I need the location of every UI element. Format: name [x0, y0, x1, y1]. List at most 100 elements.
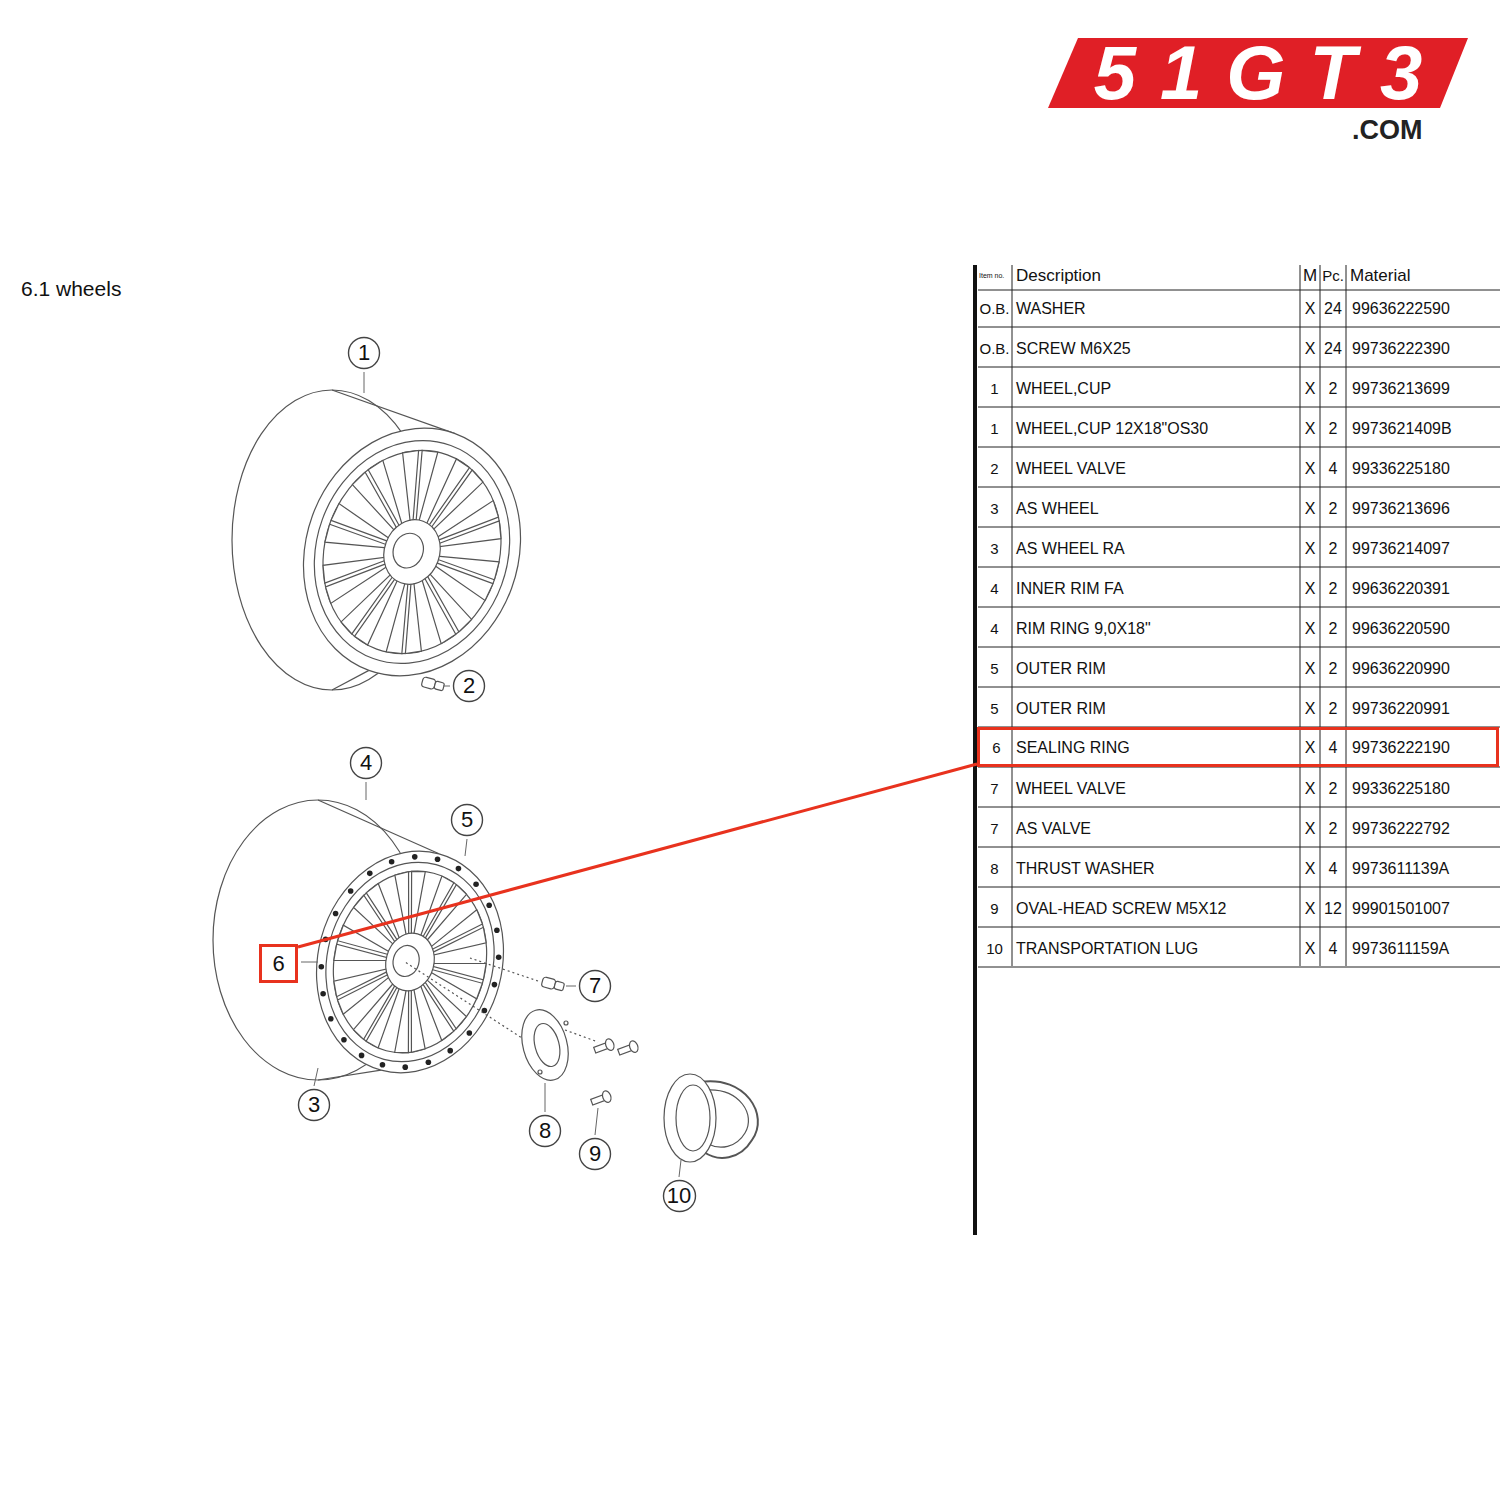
- grid-line: [978, 967, 1500, 968]
- barrel-edge: [318, 1070, 381, 1080]
- table-cell: X: [1300, 930, 1320, 968]
- callout-number: 10: [667, 1184, 691, 1208]
- rim-bolt: [341, 1037, 347, 1043]
- table-cell: 4: [978, 610, 1011, 648]
- table-cell: 4: [1320, 850, 1346, 888]
- screw-part: [593, 1038, 616, 1056]
- leader-line: [301, 962, 318, 963]
- rim-bolt: [473, 882, 479, 888]
- callout-number: 7: [578, 969, 612, 1003]
- rim-bolt: [348, 888, 354, 894]
- callout-outline: [452, 805, 483, 836]
- screw-part: [590, 1090, 613, 1108]
- leader-line: [545, 1083, 546, 1112]
- table-cell: 4: [1320, 730, 1346, 766]
- rim-bolt: [367, 871, 373, 877]
- table-header: Description: [1016, 265, 1296, 287]
- table-cell: WHEEL VALVE: [1016, 450, 1296, 488]
- rim-bolt: [496, 954, 502, 960]
- wheel-spoke: [438, 521, 501, 547]
- connectors: [298, 764, 977, 947]
- table-cell: 2: [1320, 490, 1346, 528]
- rim-bolt: [319, 964, 325, 970]
- leader-line: [679, 1160, 681, 1177]
- table-cell: THRUST WASHER: [1016, 850, 1296, 888]
- rim-bolt: [467, 1030, 473, 1036]
- grid-line: [978, 927, 1500, 928]
- table-cell: X: [1300, 290, 1320, 328]
- table-cell: 3: [978, 490, 1011, 528]
- grid-line: [1012, 265, 1013, 966]
- table-cell: X: [1300, 770, 1320, 808]
- rim-bolt: [328, 1016, 334, 1022]
- callout-outline: [663, 1181, 695, 1212]
- callout-outline: [299, 1090, 330, 1121]
- grid-line: [978, 527, 1500, 528]
- rim-bolt: [320, 991, 326, 997]
- table-cell: 7: [978, 810, 1011, 848]
- leader-line: [595, 1108, 598, 1135]
- table-cell: X: [1300, 370, 1320, 408]
- leader-line: [366, 782, 367, 800]
- table-cell: X: [1300, 810, 1320, 848]
- callout-number: 5: [461, 808, 473, 832]
- table-cell: 99336225180: [1352, 450, 1498, 488]
- table-cell: 99636222590: [1352, 290, 1498, 328]
- section-title: 6.1 wheels: [21, 276, 121, 302]
- table-cell: SEALING RING: [1016, 730, 1296, 766]
- callout-outline: [351, 748, 382, 779]
- table-cell: X: [1300, 650, 1320, 688]
- grid-line: [978, 407, 1500, 408]
- leader-line: [566, 986, 576, 987]
- screw-head: [604, 1038, 616, 1052]
- table-cell: TRANSPORTATION LUG: [1016, 930, 1296, 968]
- brand-logo: 51GT3: [1048, 38, 1468, 108]
- table-cell: WASHER: [1016, 290, 1296, 328]
- table-cell: RIM RING 9,0X18": [1016, 610, 1296, 648]
- grid-line: [978, 290, 1500, 291]
- table-cell: 99736213696: [1352, 490, 1498, 528]
- table-cell: 24: [1320, 330, 1346, 368]
- callout-number: 8: [539, 1119, 551, 1143]
- table-cell: X: [1300, 330, 1320, 368]
- assembly-line: [405, 962, 525, 1040]
- table-cell: 2: [1320, 370, 1346, 408]
- grid-line: [978, 807, 1500, 808]
- callout-number: 4: [349, 746, 383, 780]
- table-cell: X: [1300, 450, 1320, 488]
- table-header: M: [1300, 265, 1320, 287]
- table-cell: SCREW M6X25: [1016, 330, 1296, 368]
- rim-inner: [313, 854, 506, 1070]
- rim-bolt: [380, 1062, 386, 1068]
- grid-line: [978, 487, 1500, 488]
- table-cell: OUTER RIM: [1016, 690, 1296, 728]
- wheel-spoke: [334, 969, 388, 997]
- hub-bore: [388, 529, 428, 572]
- callout-number: 9: [578, 1137, 612, 1171]
- table-cell: 2: [1320, 810, 1346, 848]
- grid-line: [978, 447, 1500, 448]
- rim-flange: [292, 830, 528, 1094]
- table-cell: AS VALVE: [1016, 810, 1296, 848]
- table-cell: 2: [1320, 650, 1346, 688]
- wheel-spoke: [395, 989, 409, 1053]
- table-cell: 24: [1320, 290, 1346, 328]
- table-cell: 12: [1320, 890, 1346, 928]
- wheel-hub: [379, 928, 440, 997]
- rim-bolt: [402, 1064, 408, 1070]
- leader-lines: [301, 372, 681, 1177]
- table-cell: 99636220590: [1352, 610, 1498, 648]
- wheel: [232, 390, 555, 707]
- rim-inner: [295, 425, 529, 679]
- table-header: Material: [1350, 265, 1498, 287]
- callout-outline: [580, 971, 611, 1002]
- table-cell: O.B.: [978, 330, 1011, 368]
- table-cell: X: [1300, 730, 1320, 766]
- table-cell: 4: [1320, 930, 1346, 968]
- rim-flange: [269, 397, 554, 706]
- table-cell: 6: [980, 730, 1013, 766]
- table-cell: 99736213699: [1352, 370, 1498, 408]
- rim-bolt: [435, 856, 441, 862]
- table-cell: 7: [978, 770, 1011, 808]
